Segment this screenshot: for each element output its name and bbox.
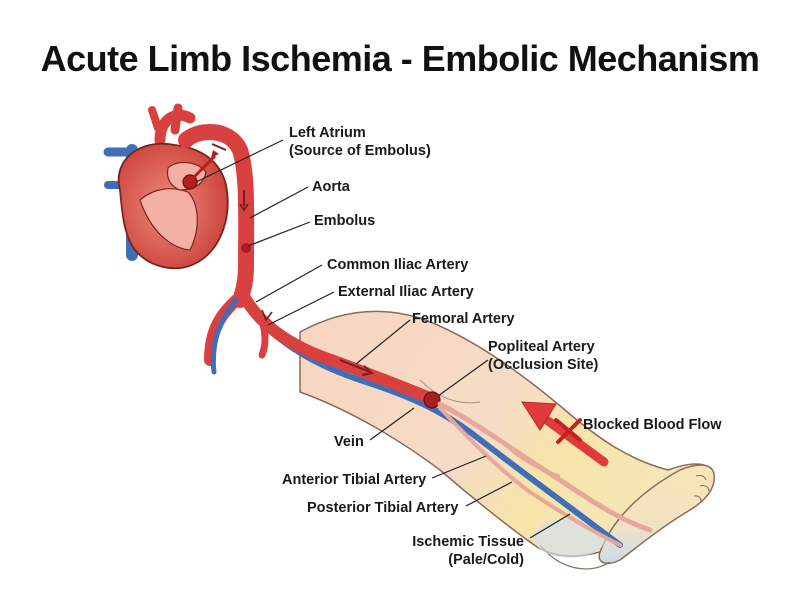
label-common-iliac: Common Iliac Artery bbox=[327, 257, 469, 273]
ventricle-chamber bbox=[139, 188, 198, 251]
label-ischemic: Ischemic Tissue (Pale/Cold) bbox=[400, 533, 524, 569]
label-aorta: Aorta bbox=[312, 179, 350, 195]
label-blocked-flow: Blocked Blood Flow bbox=[583, 417, 722, 433]
left-atrium-note: (Source of Embolus) bbox=[289, 143, 431, 159]
label-posterior-tibial: Posterior Tibial Artery bbox=[307, 500, 459, 516]
label-femoral: Femoral Artery bbox=[412, 311, 515, 327]
anterior-tibial-vessel bbox=[437, 401, 653, 533]
posterior-tibial-vessel bbox=[438, 406, 622, 547]
blocked-x-icon bbox=[554, 418, 582, 444]
popliteal-note: (Occlusion Site) bbox=[488, 357, 599, 373]
label-left-atrium: Left Atrium (Source of Embolus) bbox=[289, 124, 431, 160]
foot-shape bbox=[598, 464, 715, 565]
arterial-tree bbox=[178, 124, 653, 548]
aorta-vessel bbox=[178, 124, 255, 308]
label-anterior-tibial: Anterior Tibial Artery bbox=[282, 472, 427, 488]
label-embolus: Embolus bbox=[314, 213, 376, 229]
aortic-embolus bbox=[241, 243, 251, 253]
ischemic-label: Ischemic Tissue bbox=[412, 534, 524, 550]
popliteal-label: Popliteal Artery bbox=[488, 339, 595, 355]
ischemic-note: (Pale/Cold) bbox=[448, 552, 524, 568]
left-atrium-label: Left Atrium bbox=[289, 125, 366, 141]
diagram-title: Acute Limb Ischemia - Embolic Mechanism bbox=[40, 38, 760, 79]
popliteal-occlusion bbox=[423, 391, 441, 409]
heart bbox=[103, 103, 229, 270]
label-external-iliac: External Iliac Artery bbox=[338, 284, 474, 300]
leader-lines bbox=[195, 139, 571, 539]
blocked-flow-arrow bbox=[521, 401, 609, 467]
label-popliteal: Popliteal Artery (Occlusion Site) bbox=[488, 338, 598, 374]
label-vein: Vein bbox=[334, 434, 364, 450]
